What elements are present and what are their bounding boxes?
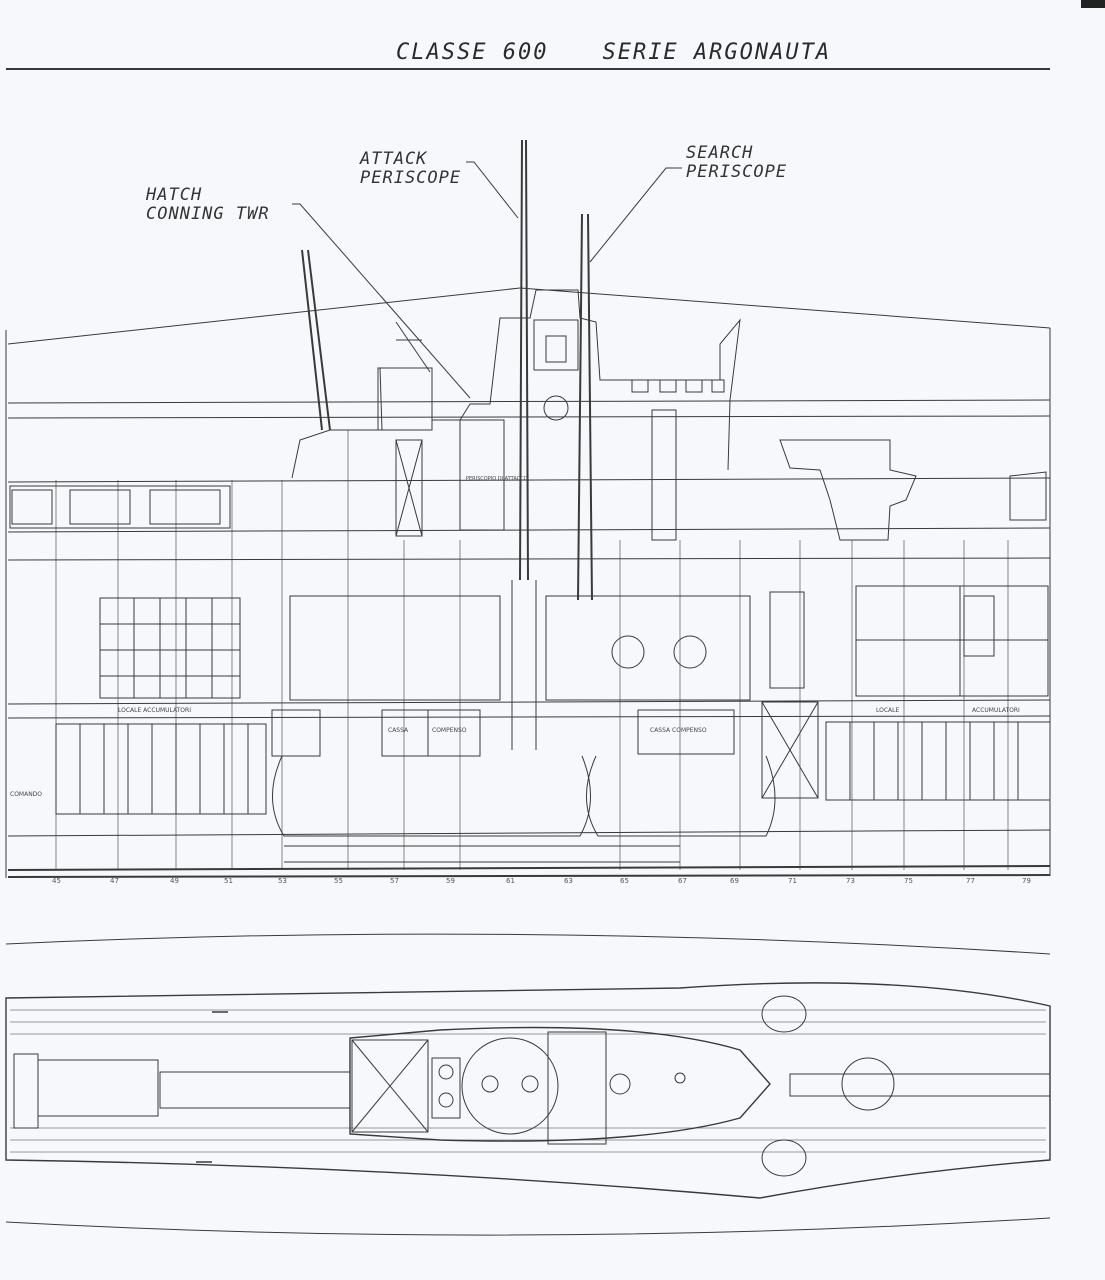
frame-number: 57 — [390, 877, 399, 885]
search-periscope-callout: SEARCH PERISCOPE — [686, 143, 788, 182]
hatch-conning-tower-callout: HATCH CONNING TWR — [146, 185, 270, 224]
frame-lines — [55, 430, 1009, 870]
frame-number: 53 — [278, 877, 287, 885]
search-leader — [589, 167, 682, 263]
compartment-label-compenso: COMPENSO — [432, 727, 467, 734]
series-label: SERIE ARGONAUTA — [602, 40, 832, 65]
frame-number: 63 — [564, 877, 573, 885]
plan-view — [5, 933, 1051, 1236]
battery-tanks — [7, 699, 1051, 837]
frame-number: 71 — [788, 877, 797, 885]
sheet-title: CLASSE 600 SERIE ARGONAUTA — [396, 40, 831, 65]
search-periscope — [577, 213, 593, 601]
compartment-label-locale: LOCALE — [876, 707, 899, 714]
compartment-label-comando: COMANDO — [10, 791, 42, 798]
keel — [5, 328, 1051, 878]
deck-casing — [7, 439, 1051, 561]
frame-number: 49 — [170, 877, 179, 885]
frame-number: 73 — [846, 877, 855, 885]
attack-periscope-callout: ATTACK PERISCOPE — [360, 149, 462, 188]
frame-number: 75 — [904, 877, 913, 885]
frame-number-row: 45 47 49 51 53 55 57 59 61 63 65 67 69 7… — [0, 877, 1105, 891]
frame-number: 61 — [506, 877, 515, 885]
compartment-label-periscope: PERISCOPIO DI ATTACCO — [466, 476, 528, 482]
aerial-mast — [301, 249, 331, 431]
frame-number: 67 — [678, 877, 687, 885]
scan-edge-mark — [1081, 0, 1105, 8]
frame-number: 47 — [110, 877, 119, 885]
frame-number: 69 — [730, 877, 739, 885]
class-label: CLASSE 600 — [396, 40, 549, 65]
frame-number: 55 — [334, 877, 343, 885]
conning-tower — [291, 289, 741, 541]
compartment-label-batteries-fwd: LOCALE ACCUMULATORI — [118, 707, 191, 714]
frame-number: 51 — [224, 877, 233, 885]
frame-number: 65 — [620, 877, 629, 885]
radio-aerial-lines — [7, 287, 1051, 419]
compartment-label-cassa-compenso: CASSA COMPENSO — [650, 727, 707, 734]
frame-number: 59 — [446, 877, 455, 885]
attack-periscope — [511, 139, 537, 750]
frame-number: 77 — [966, 877, 975, 885]
frame-number: 79 — [1022, 877, 1031, 885]
attack-leader — [466, 161, 519, 219]
hatch-leader — [292, 203, 471, 399]
compartment-label-accumulatori: ACCUMULATORI — [972, 707, 1020, 714]
frame-number: 45 — [52, 877, 61, 885]
compartment-label-cassa: CASSA — [388, 727, 409, 734]
control-room-compartment — [99, 585, 1049, 701]
